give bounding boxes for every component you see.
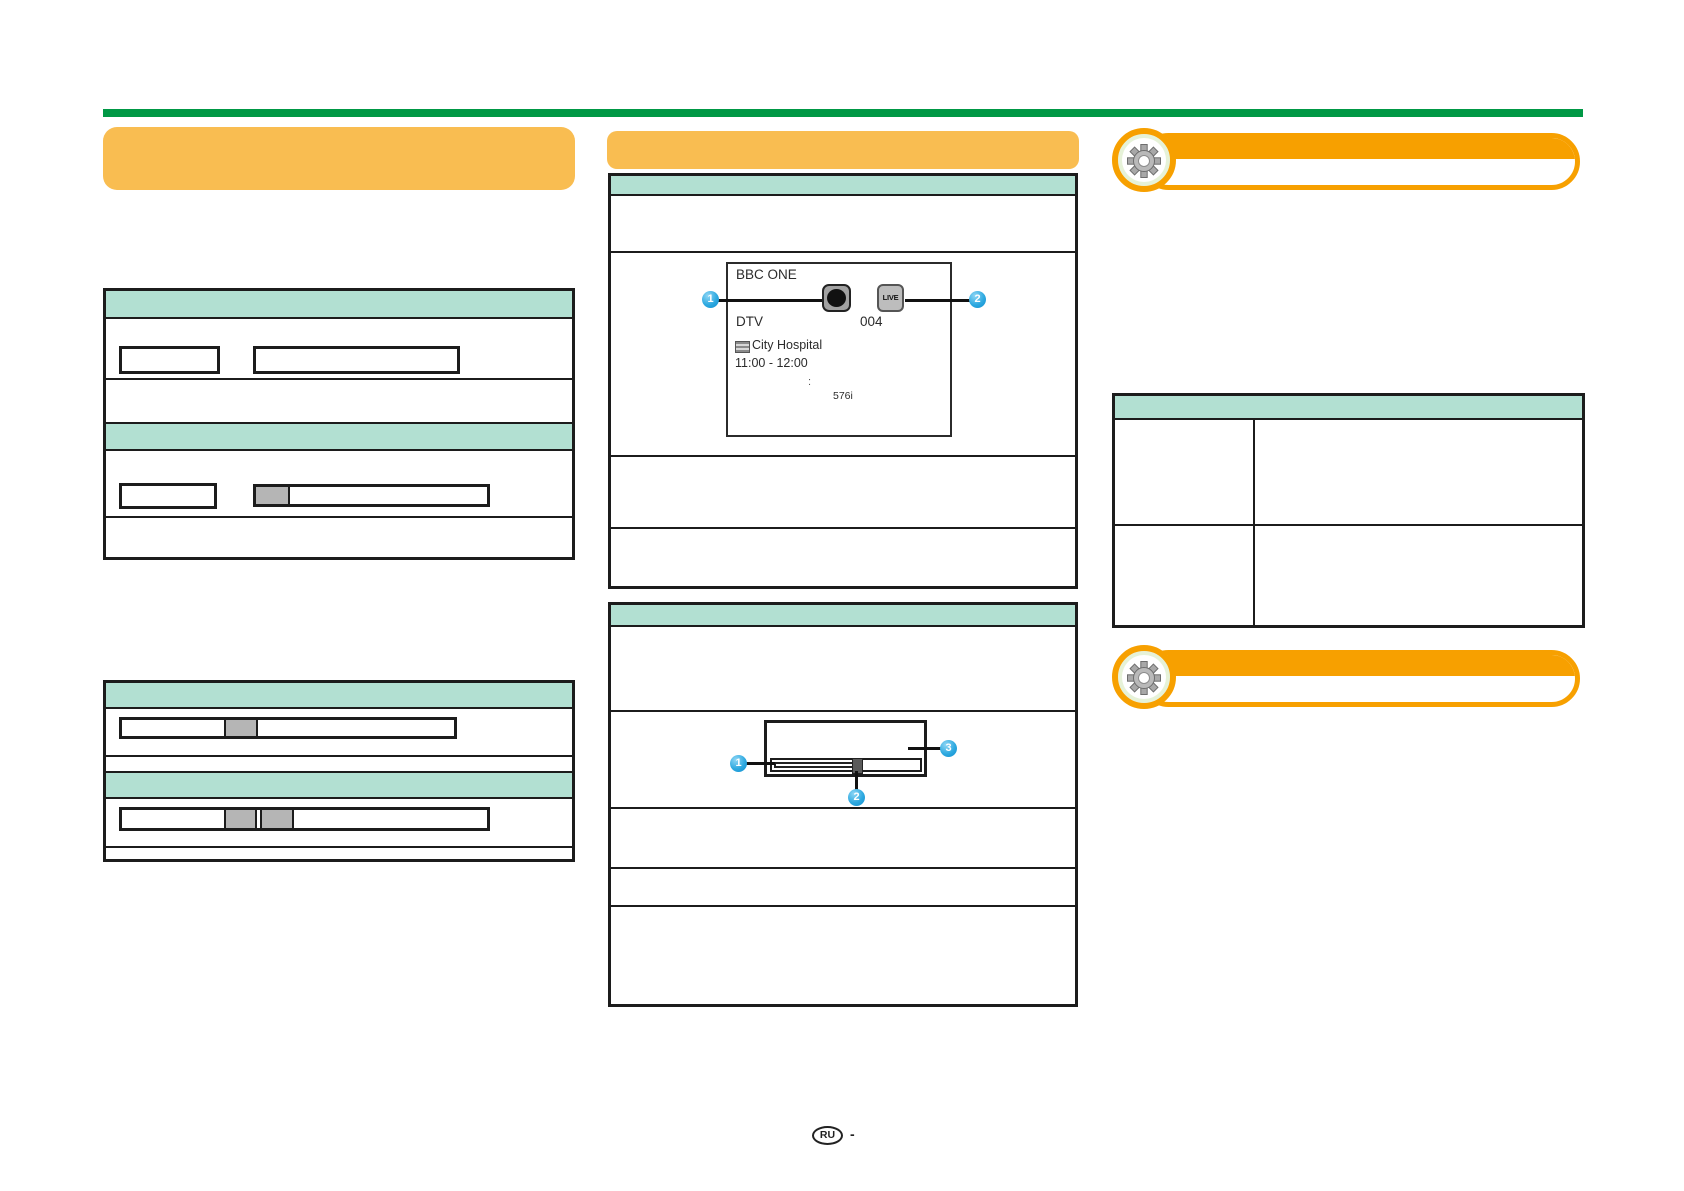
row-divider <box>611 455 1075 457</box>
callout-line-live <box>905 299 975 302</box>
row-divider <box>106 516 572 518</box>
footer-page-separator: - <box>850 1126 855 1142</box>
tip-bulb-circle <box>1112 128 1176 192</box>
menu-item-box <box>119 483 217 509</box>
callout-line-marker <box>855 771 858 791</box>
table-header-band <box>106 291 572 319</box>
row-divider <box>106 422 572 424</box>
row-divider <box>106 846 572 848</box>
table-header-band <box>611 176 1075 196</box>
programme-icon <box>735 341 750 353</box>
row-divider <box>611 710 1075 712</box>
row-divider <box>611 807 1075 809</box>
channel-number: 004 <box>860 314 883 329</box>
row-divider <box>106 771 572 773</box>
callout-3-panel: 3 <box>940 740 957 757</box>
middle-table-bottom: 1 2 3 <box>608 602 1078 1007</box>
tip-banner-pill <box>1140 133 1580 190</box>
programme-title: City Hospital <box>752 338 823 352</box>
timebar <box>119 717 457 739</box>
timebar <box>119 807 490 831</box>
tip-bulb-circle <box>1112 645 1176 709</box>
signal-type: DTV <box>736 314 763 329</box>
tip-banner-pill <box>1140 650 1580 707</box>
footer-region-label: RU <box>819 1129 836 1141</box>
section-header-middle <box>607 131 1079 169</box>
callout-1-record: 1 <box>702 291 719 308</box>
column-divider <box>1253 420 1255 625</box>
channel-banner: BBC ONE LIVE DTV 004 City Hospital 11:00… <box>726 262 952 437</box>
callout-1-bar: 1 <box>730 755 747 772</box>
section-header-left <box>103 127 575 190</box>
row-divider <box>106 378 572 380</box>
video-resolution: 576i <box>833 390 853 402</box>
callout-line-record <box>711 299 822 302</box>
record-icon <box>822 284 851 312</box>
row-divider <box>611 251 1075 253</box>
live-badge-icon: LIVE <box>877 284 904 312</box>
slider-segment <box>254 487 290 504</box>
channel-name: BBC ONE <box>736 267 797 282</box>
callout-line-panel <box>908 747 944 750</box>
row-divider <box>1115 524 1582 526</box>
top-divider-rule <box>103 109 1583 117</box>
row-divider <box>106 755 572 757</box>
tip-gear-icon <box>1127 144 1161 178</box>
live-badge-label: LIVE <box>882 293 899 302</box>
time-separator: : <box>808 376 812 388</box>
callout-2-live: 2 <box>969 291 986 308</box>
footer-region-badge: RU <box>812 1126 843 1145</box>
timeshift-bar <box>770 758 922 772</box>
table-header-band <box>1115 396 1582 420</box>
row-divider <box>611 527 1075 529</box>
timebar-segment <box>260 810 294 828</box>
timebar-segment <box>224 720 258 736</box>
tip-banner-title-band <box>1145 655 1575 676</box>
tip-banner-title-band <box>1145 138 1575 159</box>
tip-banner-1 <box>1112 128 1587 194</box>
right-table <box>1112 393 1585 628</box>
table-header-band <box>611 605 1075 627</box>
table-header-band <box>106 773 572 799</box>
menu-item-box <box>119 346 220 374</box>
tip-banner-2 <box>1112 645 1587 711</box>
left-table-top <box>103 288 575 560</box>
tip-gear-icon <box>1127 661 1161 695</box>
timebar-segment <box>224 810 257 828</box>
table-header-band <box>106 424 572 451</box>
row-divider <box>611 905 1075 907</box>
table-header-band <box>106 683 572 709</box>
programme-time: 11:00 - 12:00 <box>735 356 808 370</box>
callout-line-bar <box>745 762 775 765</box>
slider-bar <box>253 484 490 507</box>
callout-2-marker: 2 <box>848 789 865 806</box>
left-table-bottom <box>103 680 575 862</box>
middle-table-top: BBC ONE LIVE DTV 004 City Hospital 11:00… <box>608 173 1078 589</box>
row-divider <box>611 867 1075 869</box>
menu-path-box <box>253 346 460 374</box>
